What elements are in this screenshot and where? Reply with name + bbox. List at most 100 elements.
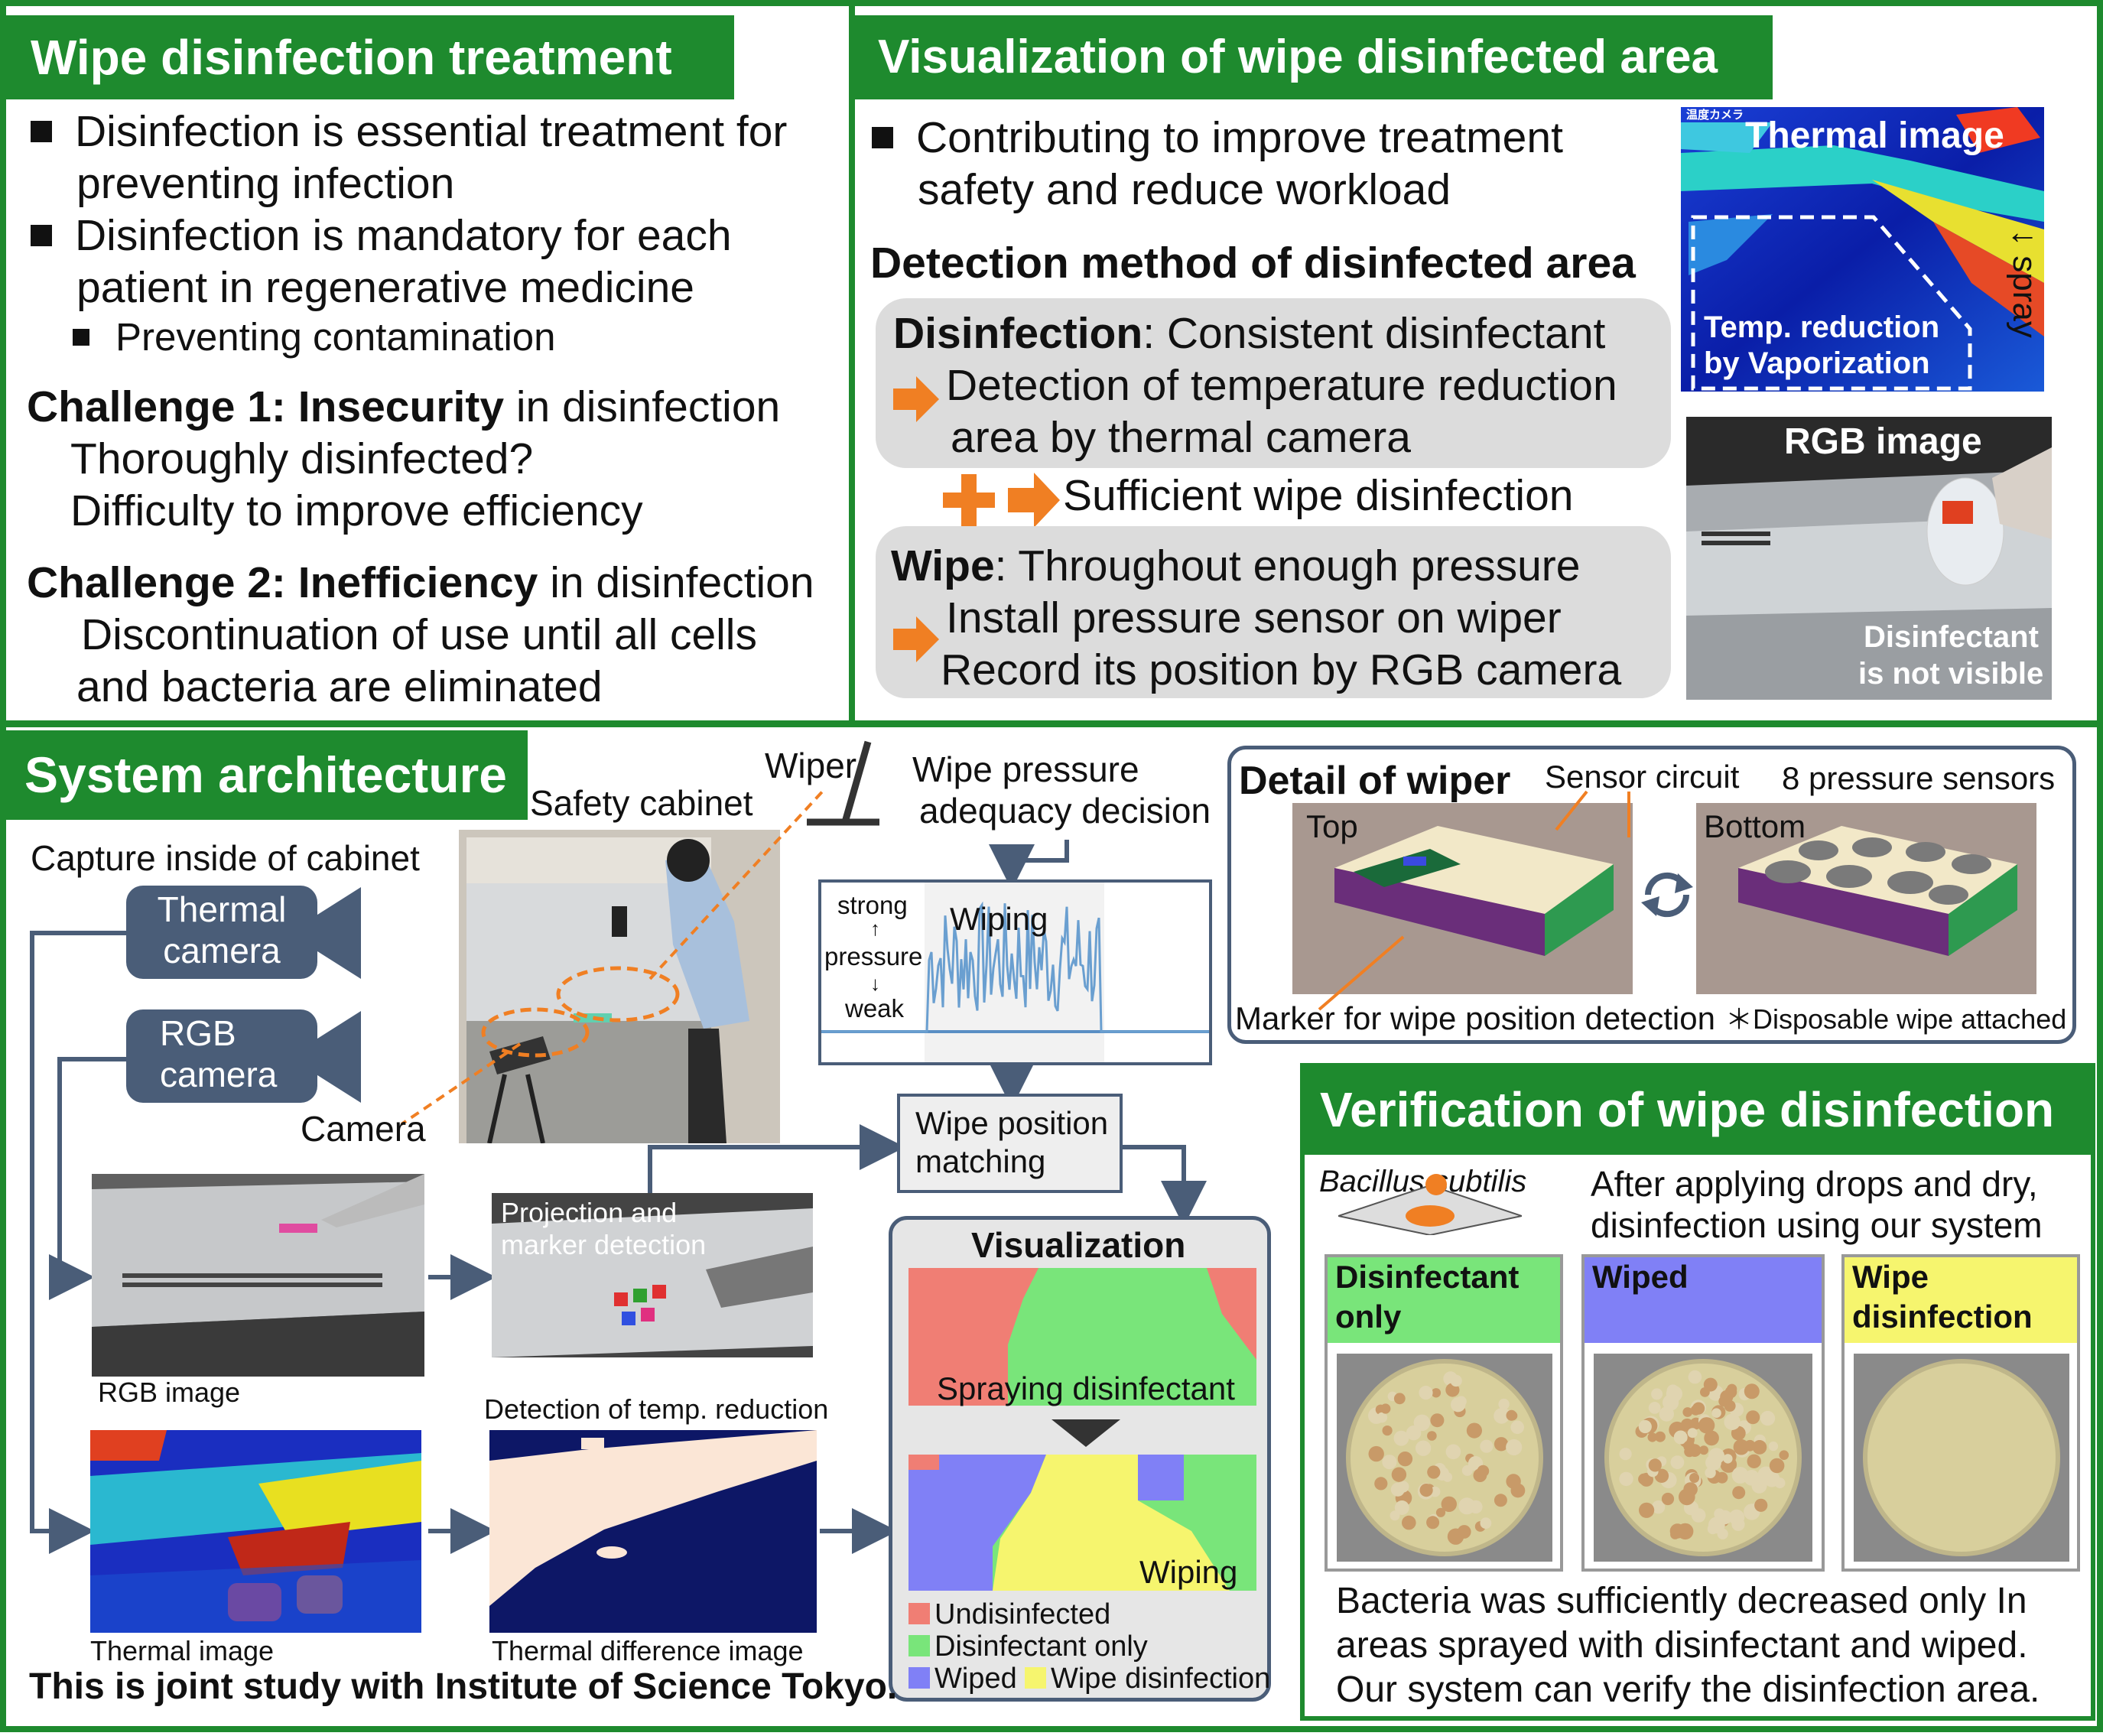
viz-bullet: Contributing to improve treatment	[872, 113, 1563, 164]
wipe-line2: Record its position by RGB camera	[941, 645, 1622, 694]
wiping-label: Wiping	[950, 901, 1048, 937]
wipe-position-matching-box: Wipe position matching	[897, 1094, 1123, 1193]
petri-dish-dis-only	[1337, 1354, 1552, 1562]
bullet-mandatory-l2: patient in regenerative medicine	[76, 263, 694, 312]
pressure-sensors-label: 8 pressure sensors	[1782, 760, 2056, 796]
col-wiped	[1581, 1254, 1825, 1572]
wipe-box	[876, 526, 1671, 698]
col3-l1: Wipe	[1852, 1259, 1929, 1295]
challenge1-heading: Challenge 1: Insecurity in disinfection	[27, 382, 781, 431]
wipe-heading: Wipe: Throughout enough pressure	[891, 541, 1581, 590]
not-visible-l2: is not visible	[1858, 657, 2044, 691]
down-triangle-icon	[1052, 1419, 1120, 1451]
challenge1-line2: Difficulty to improve efficiency	[70, 486, 643, 535]
col2-header	[1585, 1257, 1822, 1343]
legend-swatch	[908, 1666, 930, 1689]
col1-header	[1328, 1257, 1560, 1343]
pressure-decision-l2: adequacy decision	[919, 791, 1211, 831]
col-disinfectant-only	[1325, 1254, 1563, 1572]
result-l3: Our system can verify the disinfection a…	[1336, 1669, 2040, 1710]
col1-l1: Disinfectant	[1335, 1259, 1520, 1295]
temp-reduction-region	[1690, 214, 1973, 392]
projection-l2: marker detection	[501, 1229, 707, 1260]
col3-header	[1845, 1257, 2077, 1343]
bottom-label: Bottom	[1704, 808, 1806, 844]
detection-temp-label: Detection of temp. reduction	[484, 1393, 829, 1425]
challenge2-line1: Discontinuation of use until all cells	[81, 610, 757, 659]
pressure-decision-l1: Wipe pressure	[912, 749, 1139, 789]
visualization-title: Visualization	[971, 1225, 1186, 1265]
after-l2: disinfection using our system	[1591, 1205, 2043, 1245]
col1-l2: only	[1335, 1299, 1402, 1335]
projection-l1: Projection and	[501, 1197, 678, 1228]
camera-callout	[298, 765, 879, 1147]
petri-drop-icon	[1335, 1174, 1525, 1239]
rgb-image-small	[92, 1174, 424, 1377]
weak-label: weak	[845, 994, 905, 1022]
wiper-label: Wiper	[765, 746, 857, 785]
projection-image	[492, 1193, 813, 1357]
not-visible-l1: Disinfectant	[1864, 620, 2039, 654]
legend-swatch	[908, 1602, 930, 1624]
temp-reduction-l2: by Vaporization	[1704, 346, 1930, 380]
spraying-label: Spraying disinfectant	[937, 1370, 1235, 1406]
sufficient-wipe: Sufficient wipe disinfection	[1063, 471, 1574, 520]
disinfection-line2: area by thermal camera	[951, 413, 1411, 462]
thermal-image-small	[90, 1430, 421, 1633]
thermal-image-label: Thermal image	[1745, 115, 2004, 156]
camera-lens-icon	[315, 1011, 361, 1107]
col3-l2: disinfection	[1852, 1299, 2033, 1335]
petri-dish-wipe-dis	[1854, 1354, 2069, 1562]
capture-label: Capture inside of cabinet	[31, 838, 420, 878]
result-l2: areas sprayed with disinfectant and wipe…	[1336, 1625, 2028, 1666]
wiping-map	[908, 1455, 1256, 1591]
strong-label: strong	[837, 891, 908, 919]
result-l1: Bacteria was sufficiently decreased only…	[1336, 1581, 2027, 1621]
matching-l2: matching	[915, 1143, 1046, 1180]
wipe-treatment-panel	[0, 0, 860, 727]
system-architecture-title: System architecture	[0, 730, 528, 820]
disinfection-heading: Disinfection: Consistent disinfectant	[893, 309, 1606, 358]
bullet-square-icon	[872, 126, 893, 148]
col-wipe-disinfection	[1841, 1254, 2080, 1572]
disinfection-box	[876, 298, 1671, 468]
after-l1: After applying drops and dry,	[1591, 1164, 2038, 1204]
wiper-detail-title: Detail of wiper	[1239, 759, 1511, 803]
rgb-image-label: RGB image	[1784, 421, 1982, 462]
joint-study-note: This is joint study with Institute of Sc…	[29, 1666, 898, 1707]
legend-wipe-dis: Wipe disinfection	[1025, 1663, 1270, 1696]
disinfection-line1: Detection of temperature reduction	[946, 361, 1617, 410]
challenge2-heading: Challenge 2: Inefficiency in disinfectio…	[27, 558, 814, 607]
camera-label: Camera	[301, 1109, 426, 1149]
up-arrow-icon: ↑	[870, 917, 880, 940]
bullet-essential: Disinfection is essential treatment for	[31, 107, 787, 158]
legend-undisinfected: Undisinfected	[908, 1598, 1110, 1632]
petri-dish-wiped	[1594, 1354, 1812, 1562]
thermal-difference-image	[489, 1430, 817, 1633]
disposable-label: ＊Disposable wipe attached	[1725, 1003, 2067, 1035]
spraying-map	[908, 1268, 1256, 1406]
legend-swatch	[908, 1634, 930, 1656]
thermal-jp-label: 温度カメラ	[1686, 109, 1744, 122]
pressure-signal-chart	[821, 883, 1209, 1062]
rgb-image-caption: RGB image	[98, 1377, 241, 1408]
challenge2-line2: and bacteria are eliminated	[76, 662, 603, 711]
method-title: Detection method of disinfected area	[870, 239, 1636, 288]
col2-l1: Wiped	[1592, 1259, 1689, 1295]
safety-cabinet-photo	[459, 830, 780, 1143]
bullet-square-icon	[73, 328, 89, 346]
wiping-viz-label: Wiping	[1139, 1554, 1238, 1590]
wiper-top-render	[1292, 803, 1633, 994]
wipe-line1: Install pressure sensor on wiper	[946, 593, 1562, 642]
wiper-bottom-render	[1696, 803, 2036, 994]
camera-lens-icon	[315, 887, 361, 983]
thermal-image-photo	[1681, 107, 2044, 392]
challenge1-line1: Thoroughly disinfected?	[70, 434, 534, 483]
rotate-arrows-icon	[1637, 864, 1698, 929]
marker-label: Marker for wipe position detection	[1235, 1000, 1715, 1036]
safety-cabinet-label: Safety cabinet	[530, 783, 753, 823]
wipe-treatment-title: Wipe disinfection treatment	[0, 15, 734, 99]
temp-reduction-l1: Temp. reduction	[1704, 310, 1940, 344]
